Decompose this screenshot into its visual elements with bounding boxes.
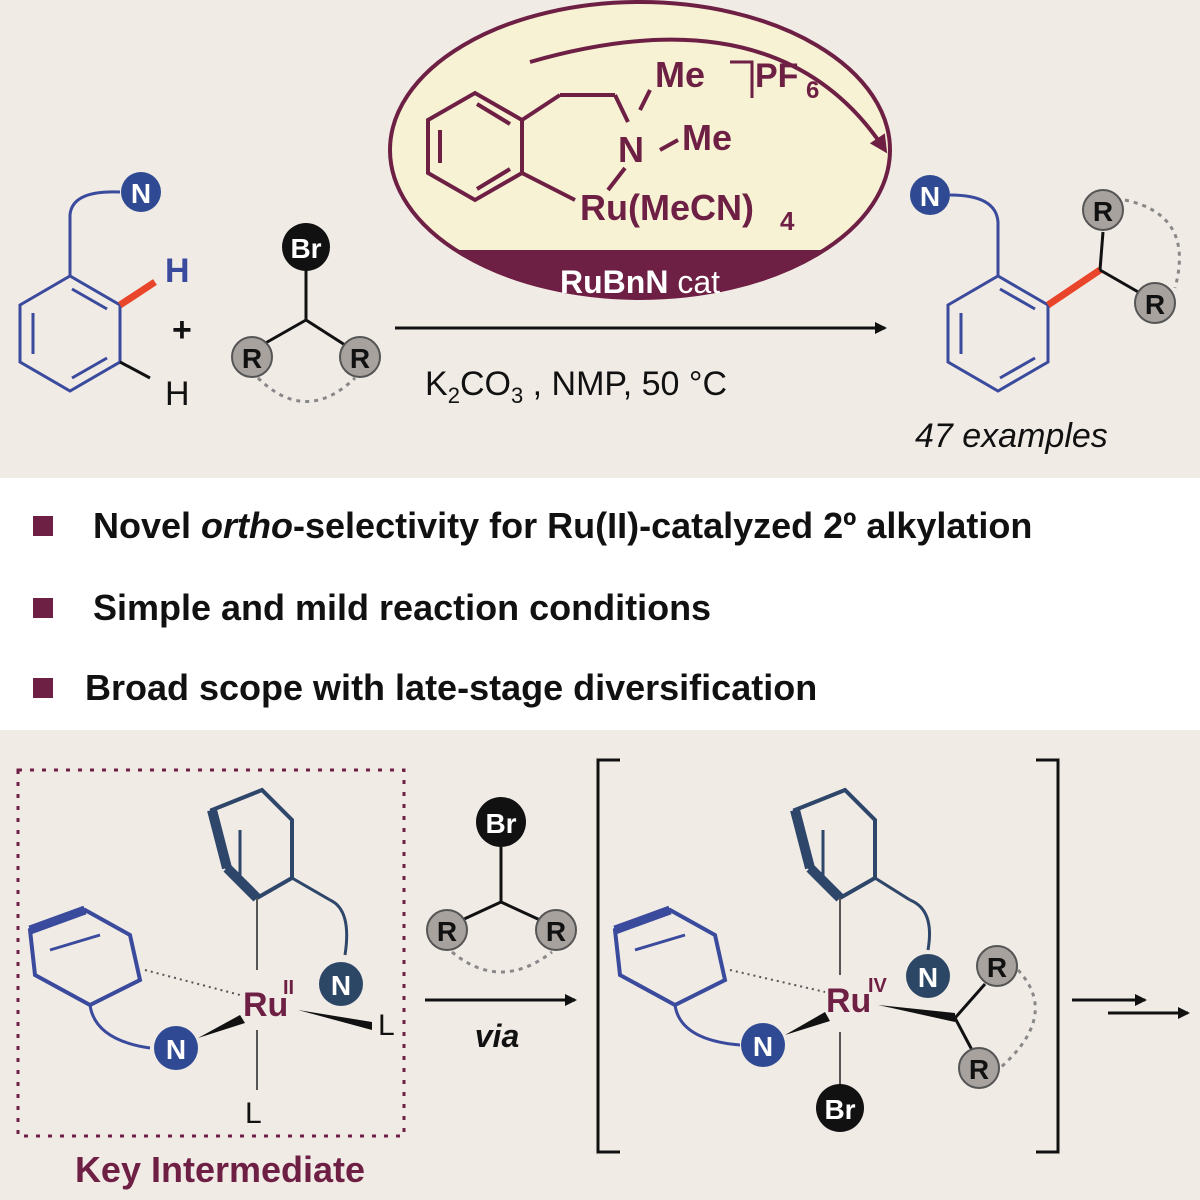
- product-structure: N R R 47 examples: [910, 175, 1181, 455]
- ts-n-left: N: [753, 1031, 773, 1062]
- bromide-r2: R: [350, 343, 370, 374]
- n-atom-circle: [906, 954, 950, 998]
- catalyst-ru-ligand-sub: 4: [780, 206, 795, 236]
- r-group-circle: [976, 945, 1018, 987]
- highlight-text: Simple and mild reaction conditions: [93, 587, 712, 628]
- reaction-scheme-panel: Me PF 6 N Me Ru(MeCN) 4 RuBnN cat N: [0, 0, 1200, 478]
- catalyst-ru-ligand: Ru(MeCN): [580, 187, 754, 228]
- mechanism-scheme: N N Ru II L L Key Intermediate: [16, 758, 1190, 1190]
- r-group-circle: [1134, 282, 1176, 324]
- highlight-item: Novel ortho-selectivity for Ru(II)-catal…: [33, 501, 1032, 551]
- reagent-r2: R: [546, 916, 566, 947]
- ts-ru: Ru: [826, 982, 871, 1020]
- ring-connection-dotted: [1124, 198, 1181, 289]
- wedge-bond: [878, 1005, 955, 1022]
- bromide-br: Br: [290, 233, 321, 264]
- substrate-h-bottom: H: [165, 375, 190, 413]
- mechanism-panel: N N Ru II L L Key Intermediate: [0, 730, 1200, 1200]
- catalyst-me-top: Me: [655, 54, 705, 95]
- counterion-bracket: [730, 60, 754, 98]
- reaction-scheme: Me PF 6 N Me Ru(MeCN) 4 RuBnN cat N: [18, 0, 1181, 455]
- r-group-circle: [1082, 189, 1124, 231]
- plus-sign: +: [172, 311, 192, 349]
- bullet-square-icon: [33, 598, 53, 618]
- alkyl-bromide-structure: Br R R: [231, 223, 381, 403]
- ts-br: Br: [824, 1094, 855, 1125]
- highlights-list: Novel ortho-selectivity for Ru(II)-catal…: [0, 478, 1200, 730]
- product-r1: R: [1093, 196, 1113, 227]
- ki-n-top: N: [331, 970, 351, 1001]
- new-cc-bond: [1046, 267, 1102, 308]
- n-atom-circle: [154, 1026, 198, 1070]
- ru-iv-intermediate: N N Ru IV R R: [612, 787, 1037, 1132]
- bullet-square-icon: [33, 516, 53, 536]
- product-n: N: [920, 181, 940, 212]
- left-bracket: [596, 758, 620, 1154]
- n-atom-circle: [910, 175, 950, 215]
- ki-ru: Ru: [243, 986, 288, 1024]
- key-intermediate: N N Ru II L L Key Intermediate: [16, 768, 406, 1190]
- highlight-text: Broad scope with late-stage diversificat…: [85, 667, 818, 708]
- hashed-bond: [729, 969, 826, 993]
- right-bracket: [1036, 758, 1060, 1154]
- catalyst-structure: Me PF 6 N Me Ru(MeCN) 4 RuBnN cat: [388, 0, 892, 300]
- highlight-item: Simple and mild reaction conditions: [33, 583, 711, 633]
- highlight-text: Novel ortho-selectivity for Ru(II)-catal…: [93, 505, 1033, 546]
- br-atom-circle: [476, 797, 526, 847]
- ki-ox-state: II: [283, 977, 294, 999]
- ts-r2: R: [969, 1054, 989, 1085]
- highlight-item: Broad scope with late-stage diversificat…: [33, 663, 817, 713]
- n-atom-circle: [741, 1023, 785, 1067]
- substrate-h-top: H: [165, 252, 190, 290]
- product-r2: R: [1145, 289, 1165, 320]
- wedge-bond: [785, 1012, 830, 1035]
- r-group-circle: [231, 336, 273, 378]
- hashed-bond: [144, 969, 241, 996]
- ts-ox-state: IV: [868, 975, 888, 997]
- ki-l-bottom: L: [245, 1097, 262, 1130]
- reagent-r1: R: [437, 916, 457, 947]
- br-atom-circle: [282, 223, 330, 271]
- wedge-bond: [298, 1010, 372, 1030]
- key-intermediate-box: [16, 768, 406, 1138]
- examples-count: 47 examples: [915, 417, 1108, 455]
- n-atom-circle: [121, 172, 161, 212]
- ts-r1: R: [987, 952, 1007, 983]
- bullet-square-icon: [33, 678, 53, 698]
- ring-connection-dotted: [256, 376, 357, 403]
- catalyst-me-right: Me: [682, 117, 732, 158]
- reaction-conditions: K2CO3 , NMP, 50 °C: [425, 365, 727, 408]
- substrate-n: N: [131, 178, 151, 209]
- n-atom-circle: [319, 962, 363, 1006]
- catalyst-counterion-sub: 6: [806, 77, 819, 104]
- wedge-bond: [198, 1015, 245, 1038]
- r-group-circle: [339, 336, 381, 378]
- key-intermediate-caption: Key Intermediate: [75, 1149, 365, 1190]
- r-group-circle: [958, 1047, 1000, 1089]
- bromide-r1: R: [242, 343, 262, 374]
- catalyst-curved-arrow: [529, 37, 888, 154]
- ring-connection-dotted: [999, 968, 1037, 1070]
- ki-n-left: N: [166, 1034, 186, 1065]
- ortho-ch-bond: [118, 279, 157, 308]
- product-benzene-ring: [946, 274, 1050, 393]
- ki-l-right: L: [378, 1009, 395, 1042]
- via-label: via: [475, 1018, 519, 1054]
- r-group-circle: [535, 909, 577, 951]
- catalyst-label: RuBnN cat: [560, 264, 720, 300]
- ts-n-top: N: [918, 962, 938, 993]
- catalyst-counterion: PF: [755, 57, 798, 95]
- substrate-structure: N H H +: [18, 172, 192, 413]
- r-group-circle: [426, 909, 468, 951]
- catalyst-n: N: [618, 129, 644, 170]
- substrate-benzene-ring: [18, 274, 122, 393]
- br-atom-circle: [816, 1084, 864, 1132]
- ring-connection-dotted: [451, 950, 553, 974]
- reagent-br: Br: [485, 808, 516, 839]
- mechanism-reagent: Br R R via: [425, 797, 577, 1054]
